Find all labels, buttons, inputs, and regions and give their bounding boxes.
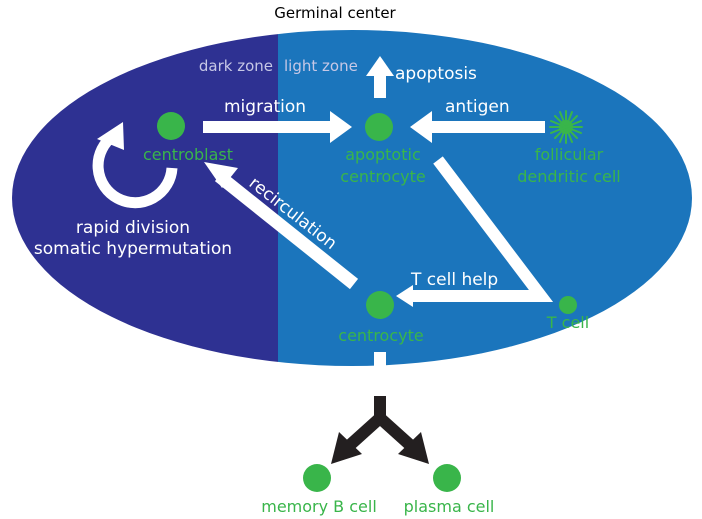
migration-arrow xyxy=(203,111,352,143)
t-cell-label: T cell xyxy=(546,313,589,332)
apoptosis-label: apoptosis xyxy=(395,64,477,84)
differentiation-arrow xyxy=(331,352,429,464)
rapid-division-cycle-arrow xyxy=(92,122,178,209)
centrocyte-label: centrocyte xyxy=(338,326,423,345)
antigen-label: antigen xyxy=(445,97,510,117)
antigen-arrow xyxy=(410,111,545,143)
apoptosis-arrow xyxy=(366,56,394,98)
division-label-line2: somatic hypermutation xyxy=(34,239,232,259)
memory-b-cell-label: memory B cell xyxy=(261,497,377,516)
memory-b-cell xyxy=(303,464,331,492)
centroblast-cell xyxy=(157,112,185,140)
fdc-label-line2: dendritic cell xyxy=(517,167,620,186)
follicular-dendritic-cell xyxy=(549,110,583,144)
dark-zone-label: dark zone xyxy=(199,57,273,75)
centrocyte-cell xyxy=(366,291,394,319)
apoptotic-centrocyte-label-line1: apoptotic xyxy=(345,145,420,164)
t-cell xyxy=(559,296,577,314)
apoptotic-centrocyte-cell xyxy=(365,113,393,141)
t-cell-help-arrow xyxy=(396,156,554,307)
migration-label: migration xyxy=(224,97,306,117)
fdc-label-line1: follicular xyxy=(535,145,604,164)
diagram-title: Germinal center xyxy=(274,4,396,22)
division-label-line1: rapid division xyxy=(76,218,190,238)
recirculation-arrow xyxy=(204,162,359,290)
light-zone-label: light zone xyxy=(284,57,358,75)
dark-zone-region xyxy=(12,30,278,366)
apoptotic-centrocyte-label-line2: centrocyte xyxy=(340,167,425,186)
t-cell-help-label: T cell help xyxy=(410,270,498,290)
plasma-cell-label: plasma cell xyxy=(404,497,495,516)
plasma-cell xyxy=(433,464,461,492)
centroblast-label: centroblast xyxy=(143,145,233,164)
